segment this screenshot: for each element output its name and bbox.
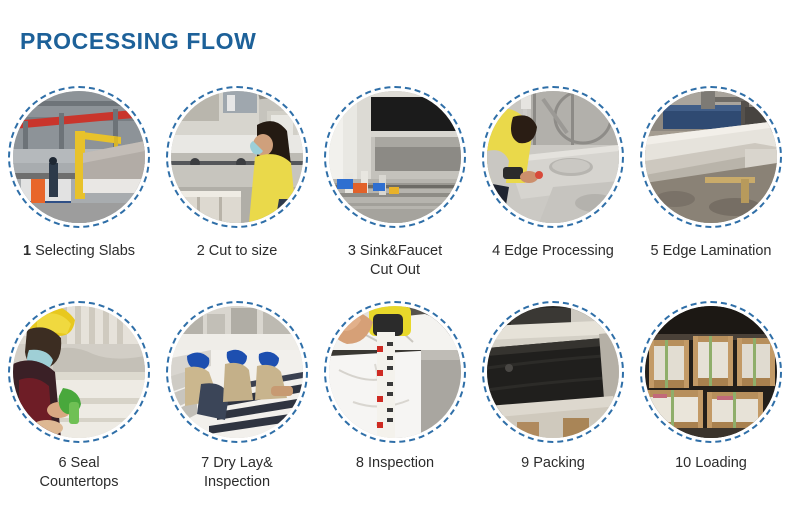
step-2-caption: 2 Cut to size [196,243,278,259]
step-6-dashed-ring [8,301,150,443]
process-step-9[interactable]: 9 Packing [474,301,632,492]
process-step-6[interactable]: 6 Seal Countertops [0,301,158,492]
step-6-caption: 6 Seal Countertops [39,455,119,491]
step-1-dashed-ring [8,86,150,228]
step-5-circle[interactable] [640,86,782,228]
process-step-7[interactable]: 7 Dry Lay& Inspection [158,301,316,492]
process-step-1[interactable]: 1 Selecting Slabs [0,86,158,280]
process-row-1: 1 Selecting Slabs [0,86,790,280]
process-step-3[interactable]: 3 Sink&Faucet Cut Out [316,86,474,280]
step-8-circle[interactable] [324,301,466,443]
step-4-dashed-ring [482,86,624,228]
page-title: PROCESSING FLOW [20,28,257,54]
step-5-dashed-ring [640,86,782,228]
step-3-caption: 3 Sink&Faucet Cut Out [347,243,443,279]
step-3-circle[interactable] [324,86,466,228]
process-step-4[interactable]: 4 Edge Processing [474,86,632,280]
step-9-dashed-ring [482,301,624,443]
step-8-caption: 8 Inspection [355,455,435,471]
step-1-circle[interactable] [8,86,150,228]
process-step-10[interactable]: 10 Loading [632,301,790,492]
step-2-dashed-ring [166,86,308,228]
step-4-caption: 4 Edge Processing [492,243,614,259]
step-10-circle[interactable] [640,301,782,443]
step-10-caption: 10 Loading [675,455,747,471]
step-4-circle[interactable] [482,86,624,228]
step-3-dashed-ring [324,86,466,228]
step-10-dashed-ring [640,301,782,443]
step-7-dashed-ring [166,301,308,443]
step-9-caption: 9 Packing [521,455,585,471]
process-step-8[interactable]: 8 Inspection [316,301,474,492]
step-1-caption: 1 Selecting Slabs [22,243,136,259]
step-7-caption: 7 Dry Lay& Inspection [201,455,273,491]
step-8-dashed-ring [324,301,466,443]
step-2-circle[interactable] [166,86,308,228]
step-5-caption: 5 Edge Lamination [650,243,772,259]
step-6-circle[interactable] [8,301,150,443]
step-7-circle[interactable] [166,301,308,443]
process-step-5[interactable]: 5 Edge Lamination [632,86,790,280]
process-row-2: 6 Seal Countertops [0,301,790,492]
process-step-2[interactable]: 2 Cut to size [158,86,316,280]
step-9-circle[interactable] [482,301,624,443]
